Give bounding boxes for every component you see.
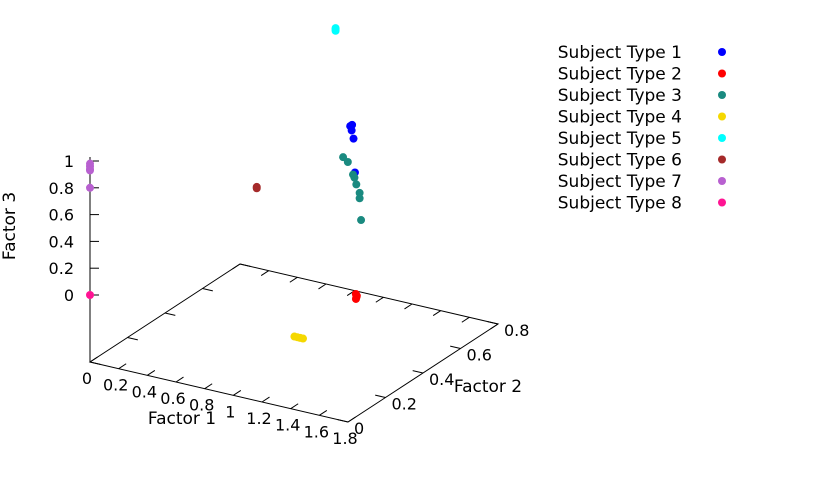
y-tick-mark [412,370,424,374]
x-tick-mark-far [375,296,384,303]
data-point [86,183,94,192]
x-tick-label: 1 [225,402,235,421]
legend-label: Subject Type 4 [558,108,682,128]
y-tick-label: 0.2 [392,395,417,414]
data-point [86,166,94,175]
z-tick-label: 0 [64,286,74,305]
legend-label: Subject Type 6 [558,151,682,171]
x-tick-mark-far [232,263,241,270]
data-point [349,134,358,143]
y-tick-mark [375,394,386,398]
z-tick-label: 0.4 [49,232,74,251]
legend-marker [718,198,726,207]
y-tick-mark-far [202,288,213,292]
y-tick-mark [487,321,499,325]
x-tick-label: 0 [82,369,92,388]
z-tick-label: 1 [64,152,74,171]
y-tick-label: 0.8 [504,321,529,340]
z-tick-label: 0.2 [49,259,74,278]
y-tick-label: 0.4 [429,370,454,389]
y-tick-mark-far [127,337,138,341]
legend-label: Subject Type 3 [558,86,682,106]
x-tick-label: 1.4 [275,416,300,435]
data-point [343,157,352,166]
y-tick-label: 0 [354,419,364,438]
x-axis-label: Factor 1 [148,409,216,429]
data-point [355,194,364,203]
legend-label: Subject Type 2 [558,65,682,85]
x-tick-label: 0.8 [189,396,214,415]
legend-label: Subject Type 7 [558,172,682,192]
y-tick-mark [450,345,461,349]
legend-marker [718,177,726,185]
legend-marker [718,134,726,142]
y-tick-mark-far [239,263,251,267]
legend-marker [718,69,726,78]
x-tick-label: 0.6 [160,389,185,408]
data-point [331,26,340,35]
x-tick-mark [204,383,213,390]
data-point [351,294,360,303]
x-tick-mark [233,390,242,396]
legend-marker [718,91,726,99]
legend-marker [718,48,726,56]
x-tick-label: 1.2 [246,409,271,428]
x-tick-mark-far [432,310,441,316]
x-tick-mark [147,370,156,376]
x-tick-label: 0.4 [132,382,157,401]
legend-marker [718,112,726,121]
y-tick-mark [337,419,349,423]
x-tick-label: 1.6 [304,422,329,441]
data-point [357,216,366,225]
y-axis-label: Factor 2 [454,377,522,397]
z-tick-label: 0.8 [49,179,74,198]
x-tick-mark [347,416,356,423]
data-point [347,126,356,135]
data-points [86,24,366,343]
legend-label: Subject Type 1 [558,43,682,63]
data-point [252,184,261,193]
x-tick-mark-far [490,323,499,330]
legend-label: Subject Type 5 [558,129,682,149]
y-tick-label: 0.6 [467,346,492,365]
x-tick-mark [290,403,299,410]
data-point [86,291,94,299]
x-tick-mark [175,376,184,383]
x-tick-mark-far [289,276,298,283]
data-point [352,180,361,189]
x-tick-mark-far [318,283,327,290]
x-tick-mark [89,356,98,363]
x-tick-mark [261,396,270,403]
data-point [350,173,359,182]
x-tick-mark-far [404,303,413,310]
legend-marker [718,155,726,164]
y-tick-mark-far [89,361,101,365]
x-tick-mark-far [260,270,269,276]
x-tick-label: 0.2 [103,376,128,395]
legend-label: Subject Type 8 [558,194,682,214]
z-axis-label: Factor 3 [0,192,20,260]
x-tick-label: 1.8 [332,429,357,448]
x-tick-mark [319,410,328,416]
data-point [299,334,308,343]
x-tick-mark [118,363,127,370]
z-tick-label: 0.6 [49,206,74,225]
x-tick-mark-far [461,316,470,323]
y-tick-mark-far [164,312,176,316]
